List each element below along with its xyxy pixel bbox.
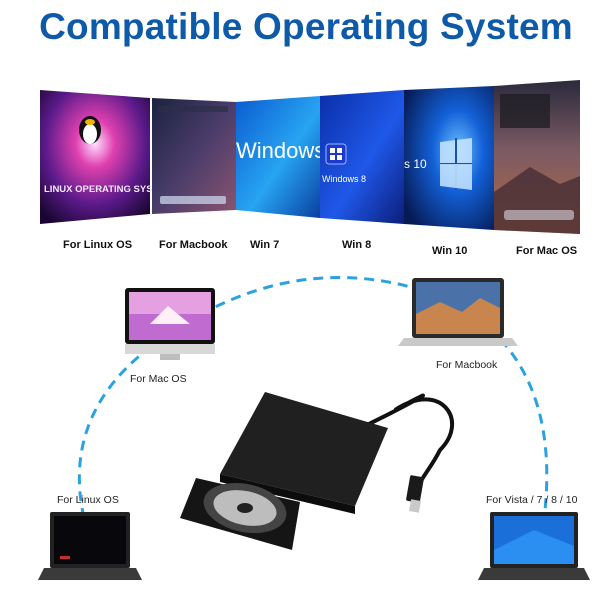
screen-macos — [494, 80, 580, 234]
caption-linux: For Linux OS — [57, 494, 119, 506]
screen-label-macos: For Mac OS — [516, 245, 578, 257]
screen-win10: s 10 — [404, 86, 494, 230]
screen-win8: Windows 8 — [320, 90, 404, 224]
caption-mac-os: For Mac OS — [130, 373, 187, 385]
external-dvd-drive — [180, 392, 454, 550]
screen-label-win7: Win 7 — [250, 239, 280, 251]
caption-macbook: For Macbook — [436, 359, 498, 371]
screen-linux: LINUX OPERATING SYSTEM — [40, 90, 173, 224]
os-screens-graphic: LINUX OPERATING SYSTEM Windows 7 Windows… — [40, 80, 580, 234]
screen-label-win8: Win 8 — [342, 239, 372, 251]
screen-label-linux: For Linux OS — [63, 239, 133, 251]
devices-graphic — [38, 276, 590, 580]
os-screens-strip: LINUX OPERATING SYSTEM Windows 7 Windows… — [0, 72, 612, 242]
macbook-device — [398, 278, 518, 346]
screen-label-macbook: For Macbook — [159, 239, 228, 251]
windows-laptop-device — [478, 512, 590, 580]
page-title: Compatible Operating System — [39, 6, 573, 47]
win8-overlay-text: Windows 8 — [322, 174, 366, 184]
win10-overlay-text: s 10 — [404, 157, 427, 171]
imac-device — [125, 288, 215, 360]
linux-laptop-device — [38, 512, 142, 580]
caption-vista: For Vista / 7 / 8 / 10 — [486, 494, 578, 506]
linux-overlay-text: LINUX OPERATING SYSTEM — [44, 184, 173, 195]
connection-arc — [77, 276, 549, 519]
screen-macbook — [152, 98, 236, 214]
screen-label-win10: Win 10 — [432, 245, 468, 257]
